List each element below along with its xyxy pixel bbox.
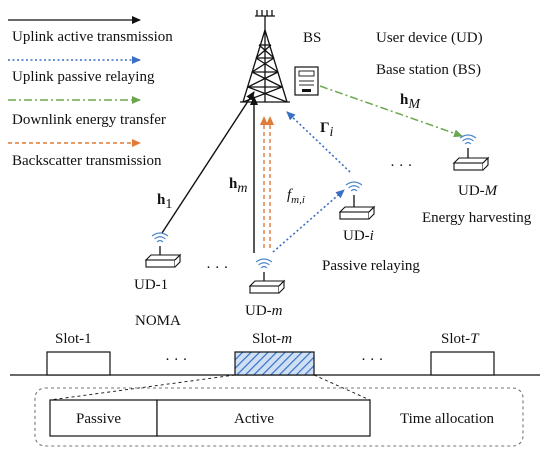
channel-hM: hM	[400, 92, 421, 112]
legend-passive-label: Uplink passive relaying	[12, 69, 155, 85]
legend: Uplink active transmission Uplink passiv…	[8, 16, 173, 169]
udm-device	[248, 258, 286, 294]
channel-f: fm,i	[287, 187, 305, 206]
legend-energy-label: Downlink energy transfer	[12, 112, 166, 128]
legend-uplink-active: Uplink active transmission	[8, 16, 173, 45]
slot-1-label: Slot-1	[55, 331, 92, 347]
devices-ellipsis-left: · · ·	[206, 260, 229, 276]
udM-device	[452, 134, 490, 171]
legend-uplink-passive: Uplink passive relaying	[8, 56, 155, 85]
slot-T-label: Slot-T	[441, 331, 480, 347]
passive-phase-label: Passive	[76, 411, 121, 427]
passive-relaying-label: Passive relaying	[322, 258, 420, 274]
devices-ellipsis-right: · · ·	[390, 158, 413, 174]
link-udi-to-bs	[286, 111, 351, 173]
channel-hm: hm	[229, 176, 247, 196]
slot-m-label: Slot-m	[252, 331, 292, 347]
legend-backscatter: Backscatter transmission	[8, 139, 162, 169]
slot-T-box	[430, 351, 495, 376]
link-bs-to-udM	[319, 85, 463, 138]
slot-1-box	[46, 351, 111, 376]
udm-label: UD-m	[245, 303, 283, 319]
passive-phase-box	[49, 399, 158, 437]
link-udm-to-udi	[272, 189, 345, 253]
legend-backscatter-label: Backscatter transmission	[12, 153, 162, 169]
slot-m-box	[234, 351, 315, 376]
ud1-label: UD-1	[134, 277, 168, 293]
udi-device	[338, 181, 376, 220]
channel-gamma: Γi	[320, 120, 334, 140]
tower-icon	[240, 10, 290, 103]
legend-downlink-energy: Downlink energy transfer	[8, 96, 166, 128]
time-allocation-caption: Time allocation	[400, 411, 495, 427]
server-icon	[294, 66, 319, 96]
timeline: Slot-1 Slot-m Slot-T · · · · · ·	[10, 331, 540, 376]
ud1-device	[144, 232, 182, 268]
udi-label: UD-i	[343, 228, 374, 244]
link-ud1-active	[161, 91, 255, 234]
def-bs: Base station (BS)	[376, 62, 481, 78]
energy-harvesting-label: Energy harvesting	[422, 210, 532, 226]
def-ud: User device (UD)	[376, 30, 483, 46]
noma-label: NOMA	[135, 313, 181, 329]
channel-h1: h1	[157, 192, 172, 212]
bs-label: BS	[303, 30, 321, 46]
udM-label: UD-M	[458, 183, 499, 199]
active-phase-box	[156, 399, 371, 437]
zoom-line-left	[49, 374, 236, 401]
active-phase-label: Active	[234, 411, 274, 427]
time-allocation-frame	[34, 387, 524, 447]
timeline-ellipsis-right: · · ·	[361, 352, 384, 368]
timeline-ellipsis-left: · · ·	[165, 352, 188, 368]
legend-active-label: Uplink active transmission	[12, 29, 173, 45]
